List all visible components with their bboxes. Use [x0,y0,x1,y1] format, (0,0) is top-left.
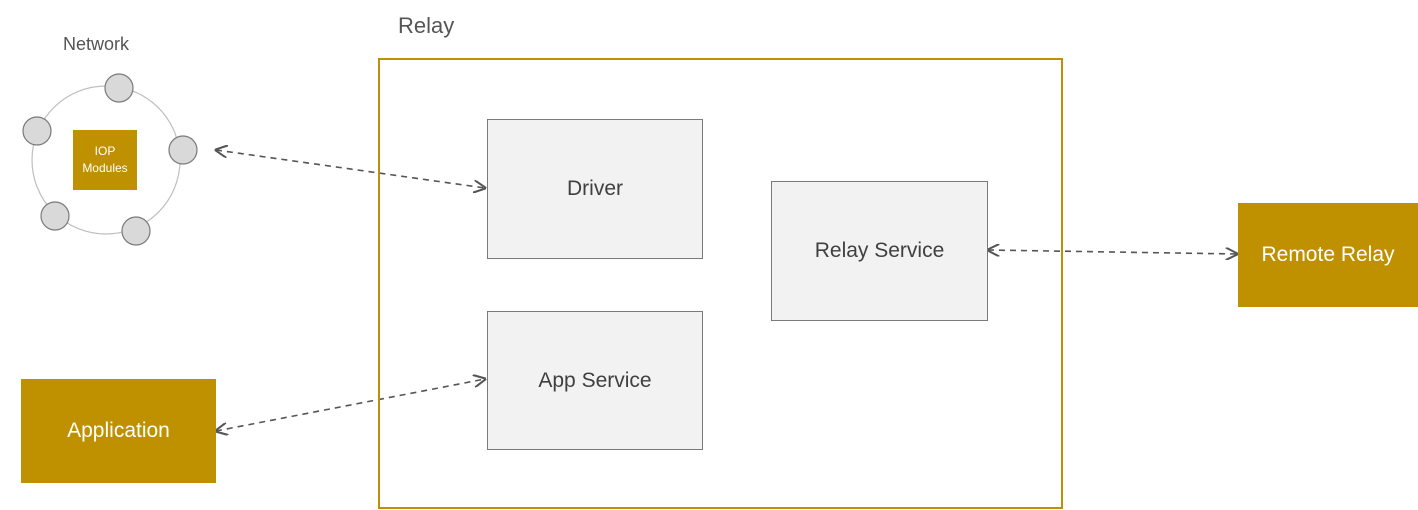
application-box: Application [21,379,216,483]
network-node [168,135,198,165]
remote-relay-label: Remote Relay [1261,243,1395,266]
network-node [22,116,52,146]
application-appservice-connector [216,379,485,431]
app-service-box: App Service [487,311,703,450]
driver-box: Driver [487,119,703,259]
relay-container [378,58,1063,509]
relay-title: Relay [398,13,455,38]
network-node [40,201,70,231]
iop-modules-box: IOP Modules [73,130,137,190]
driver-label: Driver [567,177,623,200]
iop-modules-label: IOP Modules [82,144,128,175]
remote-relay-box: Remote Relay [1238,203,1418,307]
network-driver-connector [216,150,485,188]
network-title: Network [63,34,130,54]
network-node [121,216,151,246]
app-service-label: App Service [538,368,652,392]
relay-service-box: Relay Service [771,181,988,321]
relay-service-label: Relay Service [814,239,945,262]
relayservice-remote-connector [988,250,1237,254]
network-node [104,73,134,103]
application-label: Application [67,419,170,442]
